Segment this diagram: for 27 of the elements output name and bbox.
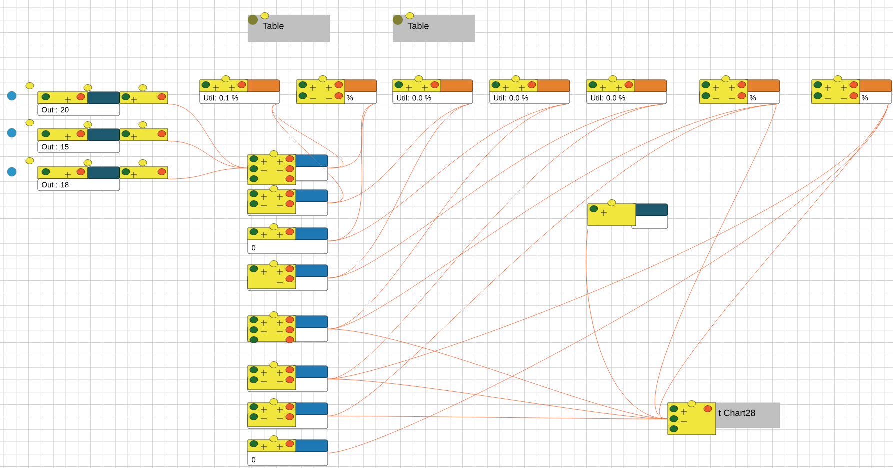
chart-block: t Chart28 [668, 400, 780, 436]
table-block: Table [248, 12, 330, 42]
process-block [248, 312, 328, 344]
connector-line [168, 104, 248, 168]
process-block [248, 260, 328, 292]
connector-line [328, 104, 470, 204]
process-block [248, 362, 328, 392]
connector-line [272, 104, 344, 168]
connector-line [660, 104, 889, 420]
process-block [248, 398, 328, 430]
process-block [248, 150, 328, 186]
connector-line [328, 104, 889, 454]
connector-line [272, 104, 344, 204]
connector-line [654, 104, 777, 420]
connector-line [168, 168, 248, 180]
process-block [248, 186, 328, 216]
source-circle [7, 167, 17, 177]
connector-line [328, 104, 664, 380]
connector-line [586, 229, 668, 420]
connector-line [328, 104, 664, 278]
source-circle [7, 91, 17, 101]
connector-line [328, 104, 470, 278]
table-block: Table [393, 12, 476, 42]
source-circle [7, 128, 17, 138]
connector-line [328, 104, 567, 242]
process-block [588, 200, 668, 230]
connector-line [328, 104, 777, 416]
